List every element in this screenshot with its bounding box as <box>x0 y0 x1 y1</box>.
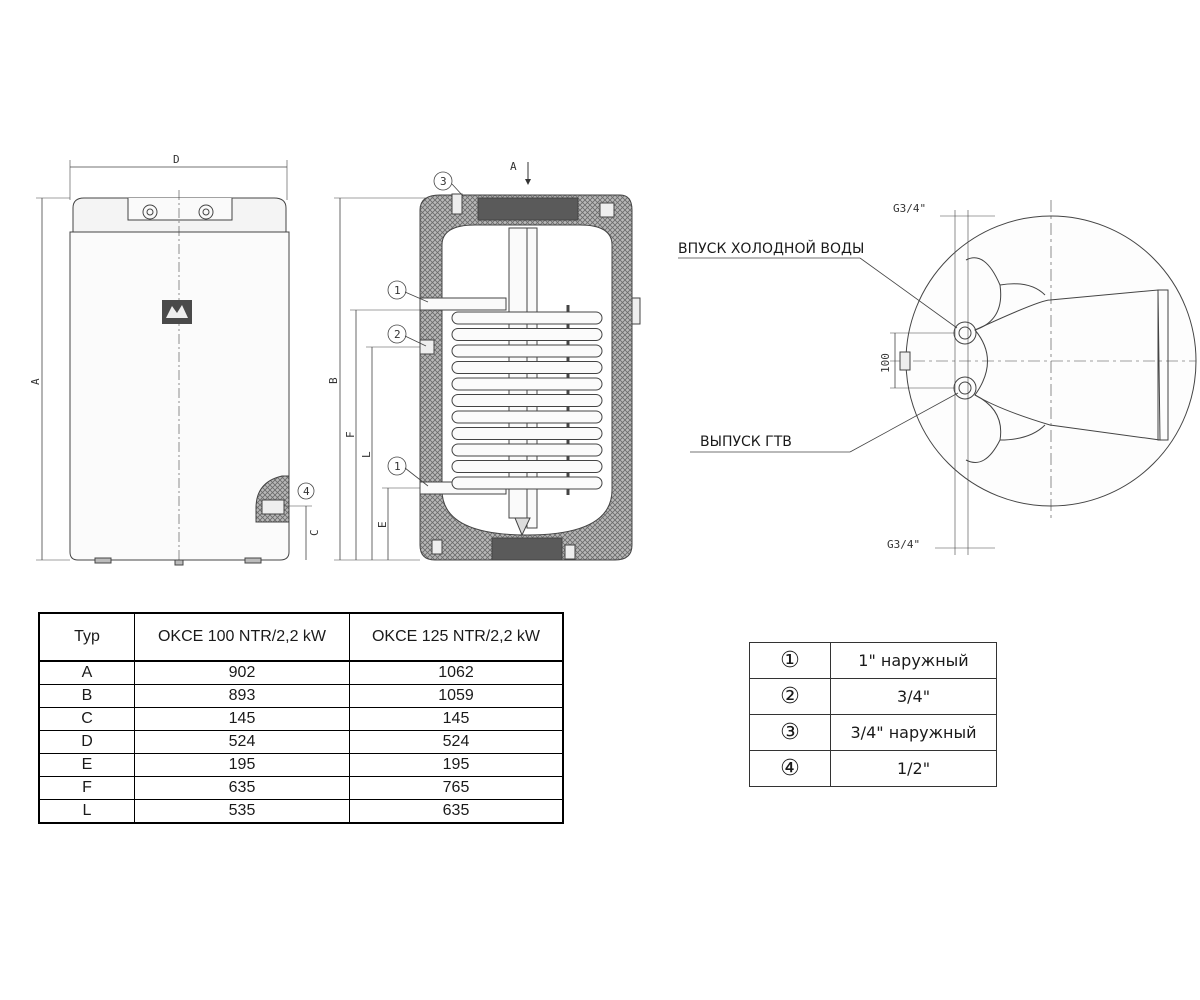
row-key: L <box>38 799 135 824</box>
coil-loop <box>451 328 603 341</box>
table-row: B 893 1059 <box>38 684 564 708</box>
row-key: A <box>38 660 135 685</box>
row-value-100: 635 <box>134 776 350 800</box>
section-marker-2: 2 <box>394 328 401 341</box>
top-arrow-label: A <box>510 160 517 173</box>
header-typ: Typ <box>38 612 135 662</box>
table-row: A 902 1062 <box>38 660 564 685</box>
dimensions-table: Typ OKCE 100 NTR/2,2 kW OKCE 125 NTR/2,2… <box>38 612 564 824</box>
row-key: D <box>38 730 135 754</box>
inlet-label: ВПУСК ХОЛОДНОЙ ВОДЫ <box>678 239 864 257</box>
header-model-125: OKCE 125 NTR/2,2 kW <box>349 612 564 662</box>
row-key: C <box>38 707 135 731</box>
coil-loop <box>451 394 603 407</box>
coil-loop <box>451 344 603 358</box>
row-value-125: 1062 <box>349 660 564 685</box>
row-key: F <box>38 776 135 800</box>
row-key: E <box>38 753 135 777</box>
row-value-100: 902 <box>134 660 350 685</box>
heating-coil <box>451 311 603 490</box>
connection-number: ④ <box>749 750 831 787</box>
front-marker-4: 4 <box>303 485 310 498</box>
row-value-100: 195 <box>134 753 350 777</box>
row-key: B <box>38 684 135 708</box>
coil-loop <box>451 460 603 473</box>
section-marker-1b: 1 <box>394 460 401 473</box>
table-row: L 535 635 <box>38 799 564 824</box>
header-model-100: OKCE 100 NTR/2,2 kW <box>134 612 350 662</box>
outlet-label: ВЫПУСК ГТВ <box>700 434 792 450</box>
coil-loop <box>451 476 603 490</box>
dim-a-label: A <box>29 378 42 385</box>
top-view <box>678 200 1197 555</box>
front-view <box>36 160 315 566</box>
row-value-125: 524 <box>349 730 564 754</box>
dim-c-label: C <box>308 529 321 536</box>
coil-loop <box>451 377 603 391</box>
section-marker-1a: 1 <box>394 284 401 297</box>
dim-d-label: D <box>173 153 180 166</box>
connection-number: ② <box>749 678 831 715</box>
section-view <box>334 193 641 561</box>
row-value-100: 893 <box>134 684 350 708</box>
dim-b-label: B <box>327 377 340 384</box>
table-row: ④ 1/2" <box>749 750 997 787</box>
connection-size: 3/4" наружный <box>830 714 997 751</box>
connection-size: 1" наружный <box>830 642 997 679</box>
technical-drawing: D A C 4 <box>29 153 1197 566</box>
table-row: E 195 195 <box>38 753 564 777</box>
coil-loop <box>451 361 603 374</box>
connections-table: ① 1" наружный ② 3/4" ③ 3/4" наружный ④ 1… <box>749 642 997 787</box>
row-value-100: 524 <box>134 730 350 754</box>
row-value-125: 635 <box>349 799 564 824</box>
row-value-125: 195 <box>349 753 564 777</box>
table-row: ③ 3/4" наружный <box>749 714 997 751</box>
connection-size: 3/4" <box>830 678 997 715</box>
row-value-125: 145 <box>349 707 564 731</box>
g-bottom-label: G3/4" <box>887 538 920 551</box>
coil-loop <box>451 443 603 457</box>
dim-l-label: L <box>360 451 373 458</box>
connection-number: ③ <box>749 714 831 751</box>
dim-f-label: F <box>344 431 357 438</box>
dim-e-label: E <box>376 521 389 528</box>
connection-size: 1/2" <box>830 750 997 787</box>
table-header-row: Typ OKCE 100 NTR/2,2 kW OKCE 125 NTR/2,2… <box>38 612 564 662</box>
coil-loop <box>451 427 603 440</box>
row-value-100: 535 <box>134 799 350 824</box>
row-value-125: 765 <box>349 776 564 800</box>
g-top-label: G3/4" <box>893 202 926 215</box>
table-row: ② 3/4" <box>749 678 997 715</box>
spacing-label: 100 <box>879 353 892 373</box>
row-value-125: 1059 <box>349 684 564 708</box>
row-value-100: 145 <box>134 707 350 731</box>
table-row: ① 1" наружный <box>749 642 997 679</box>
coil-loop <box>451 410 603 424</box>
section-callouts <box>387 171 464 487</box>
table-row: F 635 765 <box>38 776 564 800</box>
table-row: C 145 145 <box>38 707 564 731</box>
coil-loop <box>451 311 603 325</box>
connection-number: ① <box>749 642 831 679</box>
table-row: D 524 524 <box>38 730 564 754</box>
section-marker-3: 3 <box>440 175 447 188</box>
